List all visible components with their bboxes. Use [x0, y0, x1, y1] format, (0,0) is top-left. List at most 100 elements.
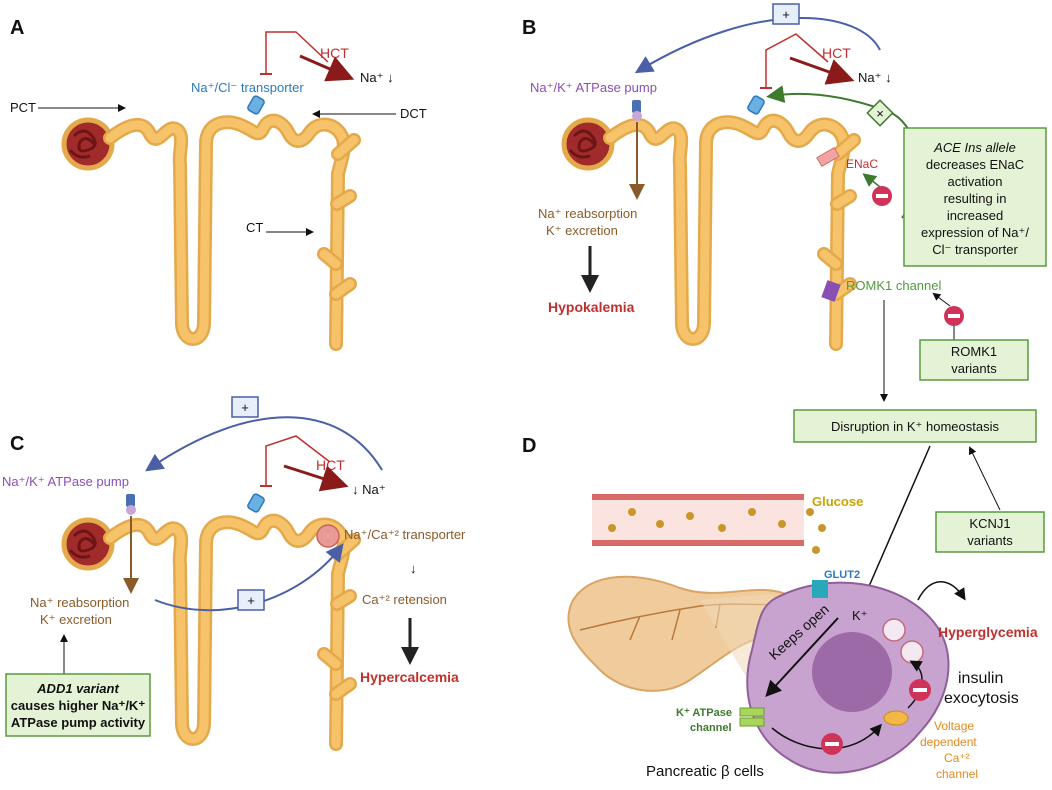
minus-d-katp-bar: [825, 742, 839, 746]
feedback-b-arrow: [634, 16, 881, 74]
kcnj1-arrow: [969, 446, 1001, 511]
panel-d: D Disruption in K⁺ homeostasis KCNJ1 var…: [522, 409, 1045, 781]
add1-box: [5, 673, 151, 737]
pump-b-icon: [632, 100, 641, 113]
ace-box-line-1: ACE Ins allele: [933, 140, 1016, 155]
pump-b-bulb-icon: [632, 111, 642, 121]
romk1-box: [919, 339, 1029, 381]
add1-box-line-2: causes higher Na⁺/K⁺: [11, 698, 146, 713]
plus-b-label: +: [782, 7, 790, 22]
romk1-icon: [821, 280, 841, 302]
enac-icon: [816, 146, 840, 168]
transporter-a-label: Na⁺/Cl⁻ transporter: [191, 80, 304, 95]
glut2-icon: [812, 580, 828, 598]
cross-b-label: ×: [876, 106, 884, 121]
katp-channel-top: [739, 707, 765, 717]
romk1-box-line-1: ROMK1: [951, 344, 997, 359]
ace-box-line-5: increased: [947, 208, 1003, 223]
na-b-label: Na⁺ ↓: [858, 70, 892, 85]
minus-b-romk1-bar: [948, 314, 960, 318]
panel-a: A Na⁺/Cl⁻ transporter HCT Na⁺ ↓ PCT DCT …: [10, 17, 427, 344]
feedback-c-arrow: [145, 416, 383, 472]
kcnj1-box: [935, 511, 1045, 553]
excretion-c-label: K⁺ excretion: [40, 612, 112, 627]
minus-b-enac-bar: [876, 194, 888, 198]
panel-b-letter: B: [522, 17, 536, 39]
hct-c-arrow: [283, 464, 349, 492]
hct-b-inhibition-line: [765, 33, 829, 88]
transporter-b-icon: [747, 95, 765, 115]
kcnj1-box-line-1: KCNJ1: [969, 516, 1010, 531]
hct-c-inhibition-line: [265, 435, 331, 486]
pump-b-label: Na⁺/K⁺ ATPase pump: [530, 80, 657, 95]
panel-b: B Na⁺/K⁺ ATPase pump + HCT Na⁺ ↓ × ENaC …: [522, 3, 1047, 402]
plus-c-mid-box: [237, 589, 265, 611]
hct-c-label: HCT: [316, 457, 345, 473]
excretion-b-label: K⁺ excretion: [546, 223, 618, 238]
pump-c-label: Na⁺/K⁺ ATPase pump: [2, 474, 129, 489]
insulin-vesicle-2-icon: [900, 640, 924, 664]
katp-channel-icon: [739, 717, 765, 727]
pct-label: PCT: [10, 100, 36, 115]
minus-d-ca-bar: [913, 688, 927, 692]
nucleus: [812, 632, 892, 712]
voltage-label-line-1: Voltage: [934, 719, 974, 733]
disruption-box: [793, 409, 1037, 443]
glucose-dots: [608, 508, 826, 554]
insulin-vesicle-1-icon: [882, 618, 906, 642]
voltage-label-line-2: dependent: [920, 735, 977, 749]
reabsorption-b-label: Na⁺ reabsorption: [538, 206, 637, 221]
enac-label: ENaC: [846, 157, 878, 171]
ace-box-line-2: decreases ENaC: [926, 157, 1024, 172]
dct-label: DCT: [400, 106, 427, 121]
ace-box-line-6: expression of Na⁺/: [921, 225, 1029, 240]
kcnj1-box-line-2: variants: [967, 533, 1013, 548]
plus-c-top-box: [231, 396, 259, 418]
hct-a-label: HCT: [320, 45, 349, 61]
hypokalemia-label: Hypokalemia: [548, 299, 635, 315]
exocytosis-label: exocytosis: [944, 690, 1019, 707]
ca-retension-label: Ca⁺² retension: [362, 592, 447, 607]
hct-a-inhibition-line: [265, 31, 329, 74]
romk1-box-line-2: variants: [951, 361, 997, 376]
voltage-ca-channel-icon: [883, 710, 909, 726]
disruption-label: Disruption in K⁺ homeostasis: [831, 419, 999, 434]
panel-c-letter: C: [10, 433, 24, 455]
pump-c-icon: [126, 494, 135, 507]
naca-label: Na⁺/Ca⁺² transporter: [344, 527, 466, 542]
romk1-inhibit-arrow: [932, 292, 951, 307]
keeps-open-arrow: [765, 617, 839, 697]
transporter-c-icon: [247, 493, 265, 513]
add1-box-line-1: ADD1 variant: [36, 681, 119, 696]
ace-box-line-4: resulting in: [944, 191, 1007, 206]
insulin-label: insulin: [958, 670, 1003, 687]
romk1-channel-label: ROMK1 channel: [846, 278, 941, 293]
panel-a-letter: A: [10, 17, 24, 39]
beta-cells-label: Pancreatic β cells: [646, 763, 764, 780]
na-a-label: Na⁺ ↓: [360, 70, 394, 85]
hyperglycemia-arrow: [917, 581, 966, 601]
ace-box: [903, 127, 1047, 267]
hct-a-arrow: [299, 54, 355, 82]
plus-c-mid-label: +: [247, 593, 255, 608]
ace-box-line-7: Cl⁻ transporter: [932, 242, 1018, 257]
voltage-label-line-3: Ca⁺²: [944, 751, 970, 765]
ct-label: CT: [246, 220, 263, 235]
plus-c-top-label: +: [241, 400, 249, 415]
hct-b-arrow: [789, 56, 855, 85]
reabsorption-c-label: Na⁺ reabsorption: [30, 595, 129, 610]
pump-c-bulb-icon: [126, 505, 136, 515]
cross-b-box: [866, 99, 894, 127]
hct-b-label: HCT: [822, 45, 851, 61]
glucose-label: Glucose: [812, 494, 863, 509]
kplus-d-label: K⁺: [852, 608, 868, 623]
ace-box-line-3: activation: [948, 174, 1003, 189]
hypercalcemia-label: Hypercalcemia: [360, 669, 459, 685]
transporter-a-icon: [247, 95, 265, 115]
katp-label-line-2: channel: [690, 722, 732, 734]
na-c-label: ↓ Na⁺: [352, 482, 386, 497]
panel-c: C + Na⁺/K⁺ ATPase pump HCT ↓ Na⁺ Na⁺/Ca⁺…: [2, 396, 466, 744]
hyperglycemia-label: Hyperglycemia: [938, 624, 1038, 640]
blood-vessel: [592, 494, 804, 546]
